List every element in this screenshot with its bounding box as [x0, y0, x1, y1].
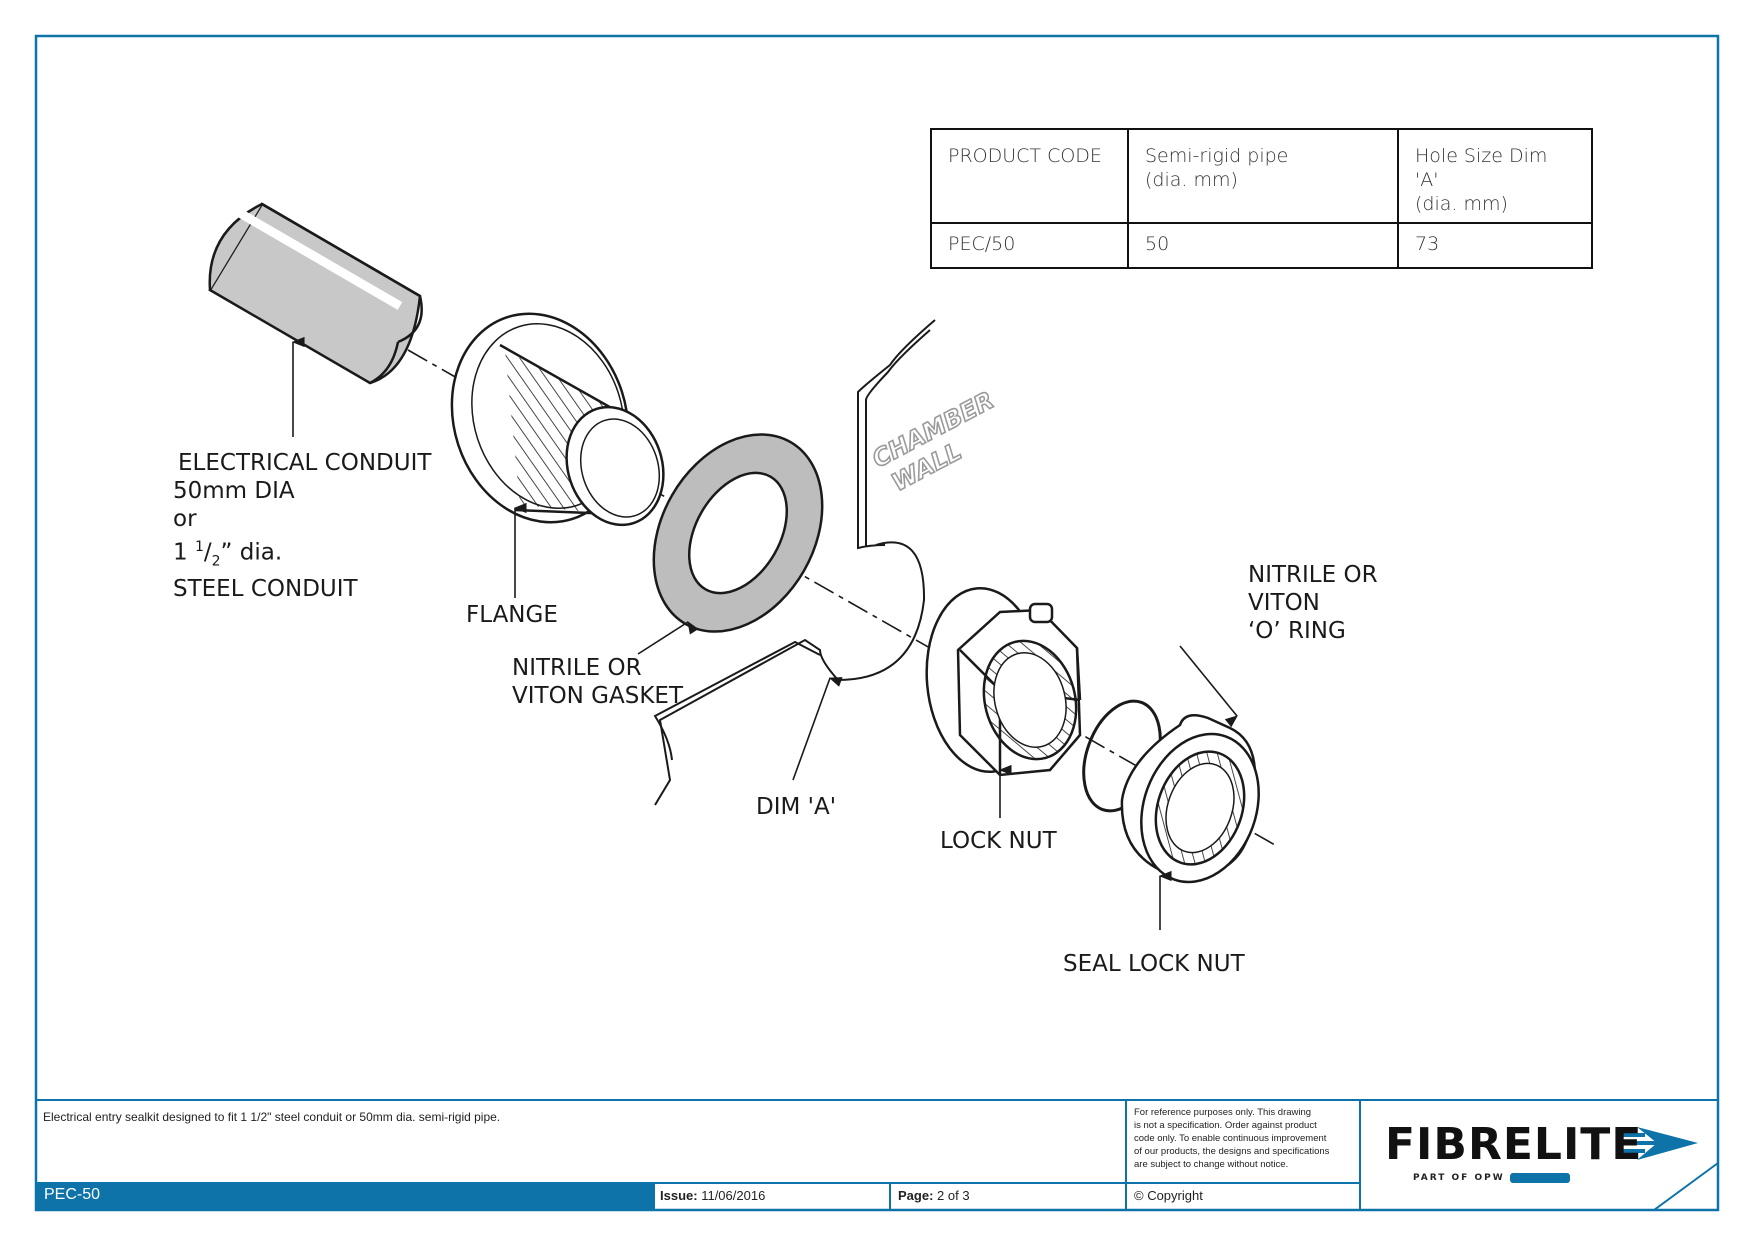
reference-notice: For reference purposes only. This drawin… [1134, 1107, 1330, 1170]
o-ring-line-2: VITON [1248, 590, 1320, 616]
cell-hole-size: 73 [1397, 222, 1593, 269]
label-o-ring: NITRILE OR VITON ‘O’ RING [1248, 561, 1378, 645]
opw-badge [1510, 1173, 1570, 1183]
label-seal-lock-nut: SEAL LOCK NUT [1063, 951, 1245, 977]
product-code-strip [36, 1183, 654, 1210]
label-flange: FLANGE [466, 602, 558, 628]
page-number: Page: 2 of 3 [898, 1188, 970, 1203]
gasket-line-2: VITON GASKET [512, 683, 684, 709]
conduit-drawing [208, 202, 423, 385]
product-table: PRODUCT CODE Semi-rigid pipe (dia. mm) H… [930, 128, 1593, 269]
cell-pipe-dia: 50 [1127, 222, 1399, 269]
logo-chevron-icon [1617, 1127, 1698, 1160]
conduit-line-4: 1 1/2” dia. [173, 539, 283, 570]
table-row: PEC/50 50 73 [930, 222, 1593, 269]
label-dim-a: DIM 'A' [756, 794, 837, 820]
table-header-row: PRODUCT CODE Semi-rigid pipe (dia. mm) H… [930, 128, 1593, 224]
copyright-notice: © Copyright [1134, 1188, 1203, 1203]
gasket-drawing [652, 433, 824, 633]
conduit-line-5: STEEL CONDUIT [173, 576, 358, 603]
leader-lines [291, 336, 1238, 930]
header-product-code: PRODUCT CODE [930, 128, 1129, 224]
conduit-line-3: or [173, 506, 197, 532]
logo-tagline: PART OF OPW [1413, 1173, 1505, 1183]
header-semi-rigid-pipe: Semi-rigid pipe (dia. mm) [1127, 128, 1399, 224]
chamber-wall-drawing [653, 319, 936, 806]
label-gasket: NITRILE OR VITON GASKET [512, 654, 683, 710]
o-ring-line-3: ‘O’ RING [1248, 618, 1346, 644]
drawing-description: Electrical entry sealkit designed to fit… [43, 1110, 501, 1124]
flange-drawing [450, 312, 665, 527]
conduit-line-1: ELECTRICAL CONDUIT [178, 450, 432, 476]
label-conduit-details: 50mm DIA or 1 1/2” dia. STEEL CONDUIT [173, 477, 358, 603]
o-ring-line-1: NITRILE OR [1248, 562, 1378, 588]
fibrelite-logo: FIBRELITE [1385, 1119, 1643, 1170]
cell-product-code: PEC/50 [930, 222, 1129, 269]
gasket-line-1: NITRILE OR [512, 655, 642, 681]
seal-lock-nut-drawing [1120, 713, 1260, 884]
issue-date: Issue: 11/06/2016 [660, 1188, 766, 1203]
chamber-wall-label: CHAMBER WALL [867, 385, 999, 498]
lock-nut-drawing [925, 586, 1082, 777]
label-lock-nut: LOCK NUT [940, 828, 1057, 854]
sheet-border [34, 34, 1720, 1212]
product-code-label: PEC-50 [44, 1186, 101, 1203]
conduit-line-2: 50mm DIA [173, 478, 295, 504]
label-electrical-conduit: ELECTRICAL CONDUIT [178, 449, 431, 477]
header-hole-size: Hole Size Dim 'A' (dia. mm) [1397, 128, 1593, 224]
